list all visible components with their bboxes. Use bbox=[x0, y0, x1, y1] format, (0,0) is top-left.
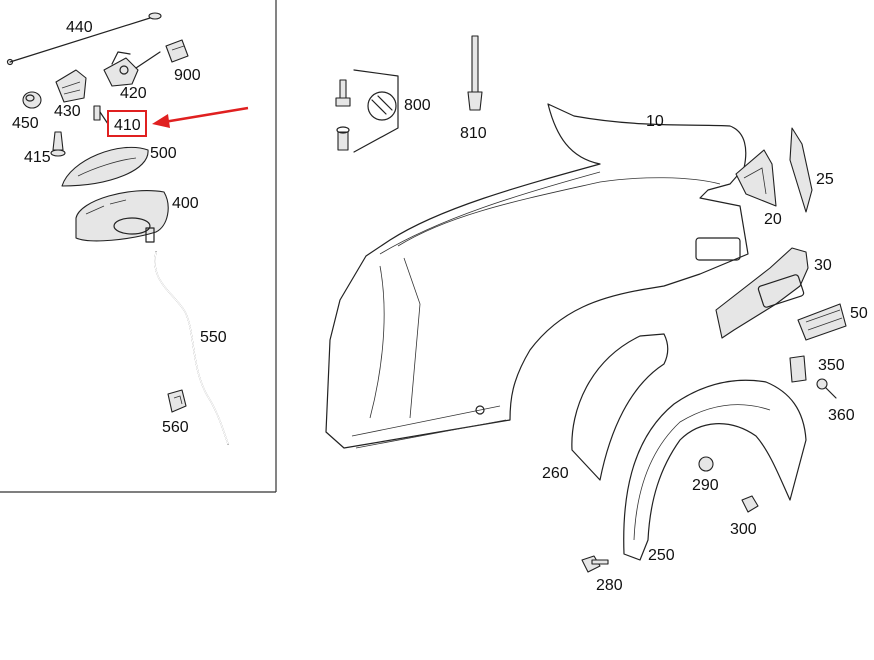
part-350-clip bbox=[789, 355, 807, 383]
callout-20: 20 bbox=[764, 211, 782, 228]
part-560-clip bbox=[167, 389, 187, 413]
callout-800: 800 bbox=[404, 97, 431, 114]
callout-280: 280 bbox=[596, 577, 623, 594]
callout-415: 415 bbox=[24, 149, 51, 166]
callout-550: 550 bbox=[200, 329, 227, 346]
callout-410: 410 bbox=[114, 117, 141, 134]
highlight-410 bbox=[107, 106, 249, 137]
part-550-hose bbox=[154, 251, 229, 445]
callout-440: 440 bbox=[66, 19, 93, 36]
callout-400: 400 bbox=[172, 195, 199, 212]
part-430-housing bbox=[55, 69, 87, 103]
callout-430: 430 bbox=[54, 103, 81, 120]
part-25-bracket bbox=[789, 127, 813, 213]
pointer-arrow bbox=[163, 106, 249, 124]
part-800-tool bbox=[335, 69, 399, 153]
callout-900: 900 bbox=[174, 67, 201, 84]
part-290-clip bbox=[698, 456, 714, 472]
callout-labels: 440 900 450 430 420 410 415 500 400 550 … bbox=[12, 19, 868, 594]
callout-290: 290 bbox=[692, 477, 719, 494]
inset-frame bbox=[0, 0, 277, 493]
callout-260: 260 bbox=[542, 465, 569, 482]
callout-560: 560 bbox=[162, 419, 189, 436]
callout-25: 25 bbox=[816, 171, 834, 188]
part-450-plug bbox=[22, 91, 42, 109]
part-410-pin bbox=[93, 105, 109, 125]
callout-810: 810 bbox=[460, 125, 487, 142]
part-50-vent bbox=[797, 303, 847, 341]
part-900-clip bbox=[165, 39, 189, 63]
part-20-bracket bbox=[735, 149, 777, 207]
part-280-bolt bbox=[581, 555, 609, 573]
part-10-quarter-panel bbox=[325, 103, 749, 449]
part-30-inner-panel bbox=[715, 247, 809, 339]
highlight-box bbox=[107, 110, 147, 137]
callout-50: 50 bbox=[850, 305, 868, 322]
part-500-flap bbox=[61, 146, 149, 187]
part-440-cable bbox=[6, 12, 162, 66]
callout-350: 350 bbox=[818, 357, 845, 374]
part-400-housing bbox=[75, 190, 169, 243]
callout-250: 250 bbox=[648, 547, 675, 564]
callout-500: 500 bbox=[150, 145, 177, 162]
part-250-liner bbox=[623, 379, 807, 561]
part-260-arch-trim bbox=[571, 333, 669, 481]
part-420-actuator bbox=[103, 51, 161, 87]
pointer-arrow-head bbox=[152, 114, 170, 128]
callout-420: 420 bbox=[120, 85, 147, 102]
callout-30: 30 bbox=[814, 257, 832, 274]
part-810-bolt bbox=[467, 35, 483, 111]
callout-450: 450 bbox=[12, 115, 39, 132]
callout-10: 10 bbox=[646, 113, 664, 130]
part-300-nut bbox=[741, 495, 759, 513]
part-360-rivet bbox=[816, 378, 837, 399]
part-415-bumper bbox=[50, 131, 66, 157]
callout-360: 360 bbox=[828, 407, 855, 424]
callout-300: 300 bbox=[730, 521, 757, 538]
